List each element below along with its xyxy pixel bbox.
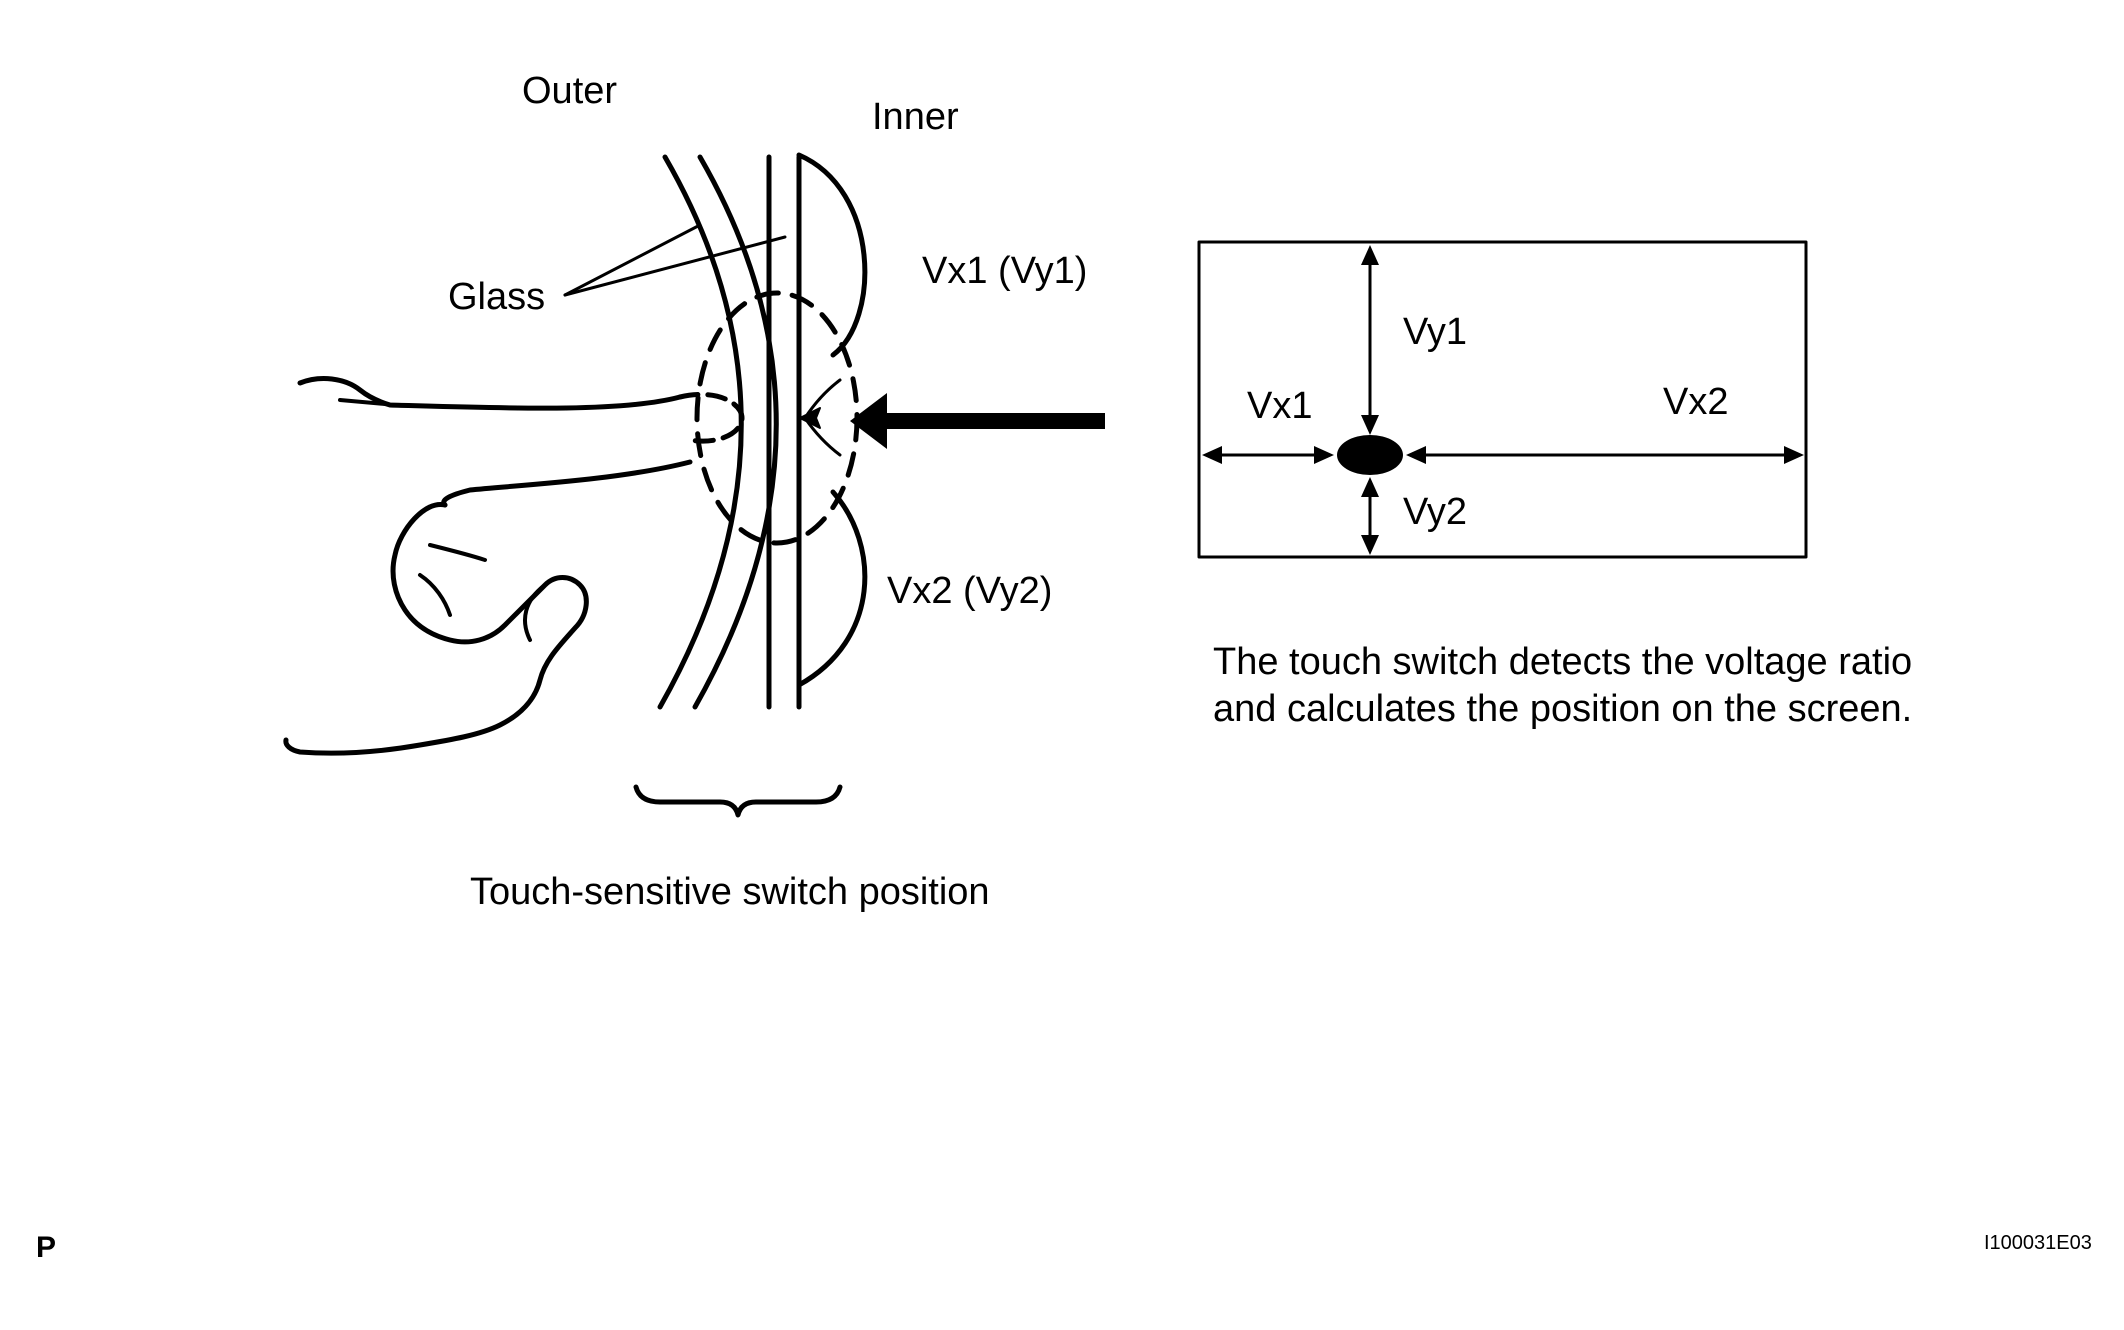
label-vy1: Vy1 — [1403, 311, 1468, 353]
lower-arc — [796, 489, 868, 688]
fingertip-dashed — [677, 391, 745, 444]
label-vx1: Vx1 — [1247, 385, 1313, 427]
label-glass: Glass — [448, 276, 546, 318]
contact-arrow-tip — [799, 407, 821, 429]
figure-id: I100031E03 — [1984, 1232, 2092, 1254]
hand-fist — [283, 502, 589, 756]
vx2-arrow-right — [1784, 446, 1804, 464]
outer-glass-line-2 — [692, 154, 779, 710]
label-inner: Inner — [872, 96, 959, 138]
big-arrow-head — [850, 393, 887, 449]
caption-line-2: and calculates the position on the scree… — [1213, 688, 1913, 730]
vx2-arrow-left — [1406, 446, 1426, 464]
vy1-arrow-top — [1361, 245, 1379, 265]
glass-leader-2 — [563, 235, 787, 297]
glass-leader-1 — [563, 223, 702, 297]
switch-brace — [633, 784, 843, 818]
vy2-arrow-top — [1361, 477, 1379, 497]
vx1-arrow-left — [1202, 446, 1222, 464]
hand-thumb — [523, 583, 547, 642]
label-vx2-vy2: Vx2 (Vy2) — [887, 570, 1053, 612]
screen-rect — [1197, 240, 1808, 559]
hand-knuckle-2 — [418, 573, 452, 617]
label-vy2: Vy2 — [1403, 491, 1468, 533]
label-switch-position: Touch-sensitive switch position — [470, 871, 990, 913]
vy1-arrow-bottom — [1361, 415, 1379, 435]
touch-point — [1337, 435, 1403, 475]
caption-line-1: The touch switch detects the voltage rat… — [1213, 641, 1913, 683]
hand-finger-top — [297, 376, 683, 411]
big-arrow-shaft — [880, 413, 1105, 429]
hand-finger-tick — [338, 398, 387, 406]
outer-glass-line-1 — [657, 154, 744, 710]
upper-arc — [796, 152, 868, 358]
label-outer: Outer — [522, 70, 618, 112]
vx1-arrow-right — [1314, 446, 1334, 464]
hand-knuckle-1 — [428, 543, 487, 562]
vy2-arrow-bottom — [1361, 535, 1379, 555]
label-vx2: Vx2 — [1663, 381, 1729, 423]
hand-finger-bottom — [441, 459, 693, 508]
page-letter: P — [36, 1231, 57, 1264]
label-vx1-vy1: Vx1 (Vy1) — [922, 250, 1088, 292]
